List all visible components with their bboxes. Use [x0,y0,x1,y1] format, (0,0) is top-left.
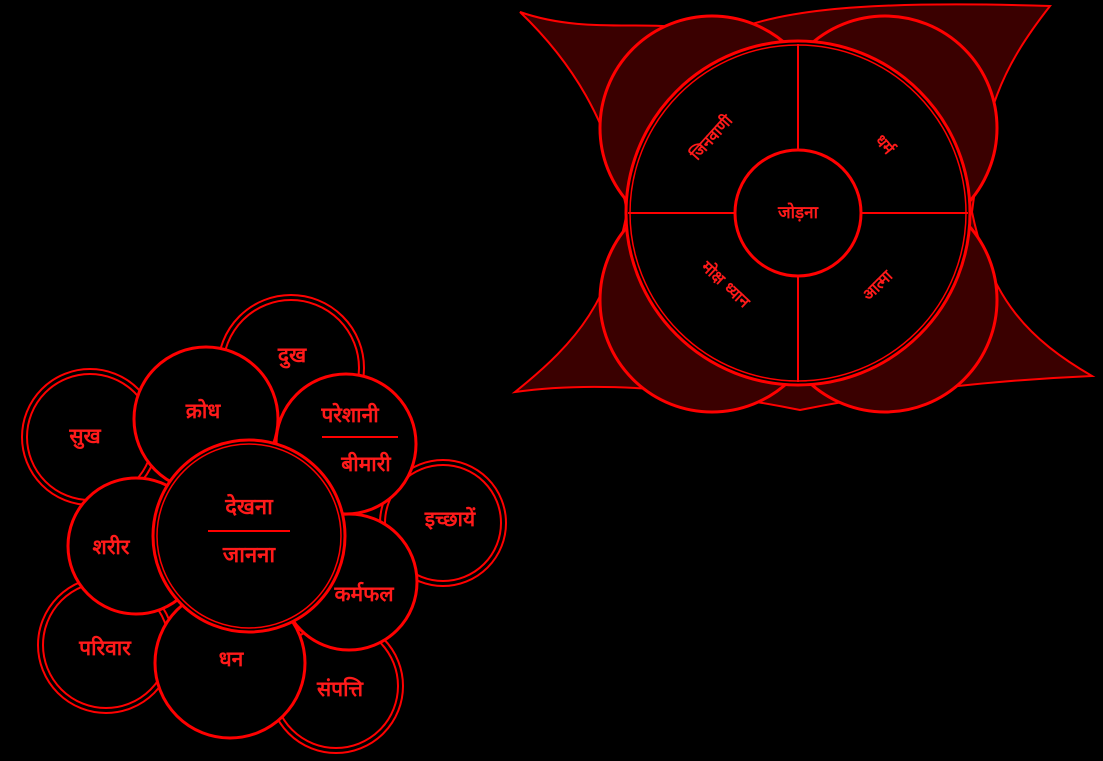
label-karmaphal: कर्मफल [333,581,394,606]
label-sukh: सुख [68,424,101,450]
label-center-top: देखना [224,493,274,520]
label-krodh: क्रोध [185,398,222,423]
label-parivar: परिवार [78,635,132,660]
label-sampatti: संपत्ति [316,676,365,701]
label-center-bottom: जानना [222,543,276,568]
bubble-center [153,440,345,632]
label-bimari: बीमारी [340,451,392,476]
label-ichchhayen: इच्छायें [424,506,476,531]
label-jodna: जोड़ना [777,202,819,223]
label-dhan: धन [219,647,245,671]
label-dukh: दुख [277,343,307,369]
label-pareshani: परेशानी [320,402,380,427]
label-sharir: शरीर [93,534,131,559]
